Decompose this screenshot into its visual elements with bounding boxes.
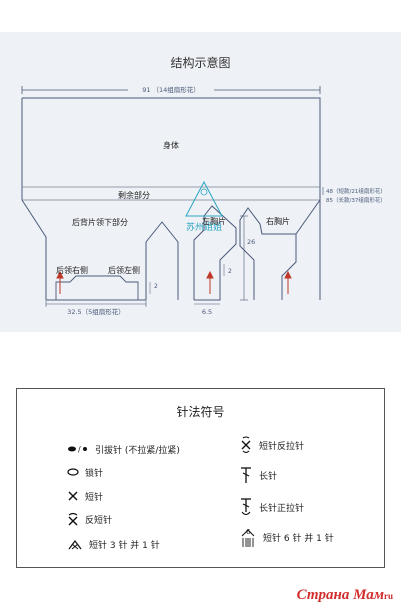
width-label: 91 （14组扇形花） — [142, 85, 200, 94]
legend-item-back-post-sc: 短针反拉针 — [239, 436, 304, 454]
remaining-label: 剩余部分 — [118, 190, 150, 200]
chain-stitch-icon — [67, 468, 79, 476]
back-right-label: 后领右侧 — [56, 265, 88, 275]
side-label-long: 85（长款/37组扇形花） — [326, 196, 386, 204]
sc3tog-icon — [68, 540, 82, 550]
bottom-dimension: 32.5（5组扇形花） 6.5 — [45, 301, 220, 316]
dim-6-5: 6.5 — [202, 308, 212, 316]
watermark: Страна Мамru — [296, 587, 393, 603]
svg-text:/: / — [78, 445, 81, 454]
single-crochet-icon — [68, 491, 78, 501]
legend-item-reverse-sc: 反短针 — [67, 511, 112, 527]
dim-26: 26 — [240, 215, 255, 301]
slip-stitch-icon: / — [68, 445, 87, 454]
svg-text:26: 26 — [247, 238, 255, 246]
width-dimension: 91 （14组扇形花） — [21, 83, 321, 95]
bottom-label: 32.5（5组扇形花） — [67, 307, 125, 316]
sc6tog-icon: 6 — [241, 528, 255, 547]
front-post-treble-icon — [241, 498, 251, 516]
body-outline — [21, 97, 321, 301]
logo-text: 苏州姐姐 — [186, 221, 222, 233]
structure-diagram: 91 （14组扇形花） 苏州姐姐 身体 剩余部分 后背片领下部分 左胸片 右胸片… — [21, 83, 386, 316]
svg-text:2: 2 — [154, 283, 158, 290]
direction-arrows — [56, 270, 292, 294]
back-left-label: 后领左侧 — [108, 265, 140, 275]
svg-text:6: 6 — [246, 528, 251, 536]
side-label-short: 48（短款/21组扇形花） — [326, 187, 386, 195]
left-chest-label: 左胸片 — [202, 216, 226, 226]
side-dimension: 48（短款/21组扇形花） 85（长款/37组扇形花） — [322, 187, 386, 204]
logo-icon: 苏州姐姐 — [185, 180, 223, 233]
svg-text:2: 2 — [228, 268, 232, 275]
legend-box: 针法符号 / 引拔针 (不拉紧/拉紧) 锁针 短针 反短针 — [16, 388, 385, 568]
legend-item-sc6tog: 6 短针 6 针 并 1 针 — [239, 528, 334, 547]
structure-title: 结构示意图 — [170, 56, 231, 70]
legend-title: 针法符号 — [176, 405, 225, 419]
right-chest-label: 右胸片 — [266, 216, 290, 226]
legend-item-sc3tog: 短针 3 针 并 1 针 — [67, 536, 160, 552]
legend-item-treble: 长针 — [239, 467, 277, 483]
dim-2: 2 2 — [149, 264, 232, 294]
legend-item-single-crochet: 短针 — [67, 488, 103, 504]
reverse-single-crochet-icon — [68, 512, 78, 526]
legend-item-chain: 锁针 — [67, 464, 103, 480]
legend-item-slip-stitch: / 引拔针 (不拉紧/拉紧) — [67, 441, 180, 457]
body-label: 身体 — [163, 140, 179, 150]
back-lower-label: 后背片领下部分 — [72, 217, 128, 227]
back-post-sc-icon — [241, 436, 251, 454]
treble-crochet-icon — [241, 467, 251, 483]
legend-item-front-post-treble: 长针正拉针 — [239, 498, 304, 516]
